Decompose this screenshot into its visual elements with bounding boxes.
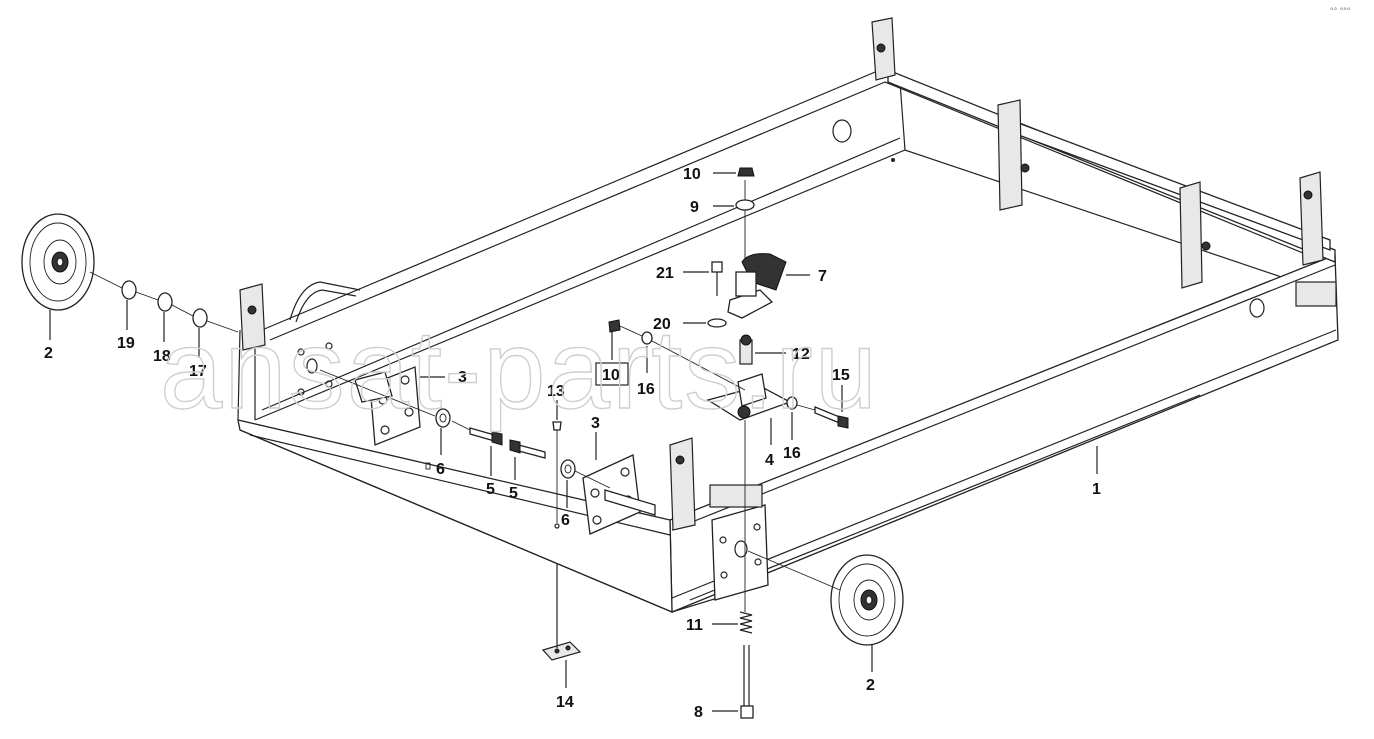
callout-2-left: 2 [44,345,53,362]
bolt-5-left [469,427,503,446]
callout-15: 15 [832,367,850,384]
watermark: ansat-parts.ru [160,307,879,432]
callout-21: 21 [656,265,674,282]
washer-6-right [560,459,576,479]
callout-5-left: 5 [486,481,495,498]
washer-6-left [435,408,451,428]
callout-14: 14 [556,694,574,711]
callout-3-center: 3 [591,415,600,432]
callout-2-right: 2 [866,677,875,694]
callout-9: 9 [690,199,699,216]
washer-19 [121,280,137,300]
washer-18 [157,292,173,312]
wheel-left [21,213,95,311]
callout-10-top: 10 [683,166,701,183]
callout-19: 19 [117,335,135,352]
leader-lines [49,172,1098,712]
callout-10-box: 10 [602,367,620,384]
callout-12: 12 [792,346,810,363]
callout-17: 17 [189,363,207,380]
bolt-5-right [509,439,546,459]
washer-17 [192,308,208,328]
callout-labels: 10 9 21 7 20 12 10 16 15 4 16 13 3 3 6 6… [44,166,1101,721]
callout-3-left: 3 [458,369,467,386]
callout-8: 8 [694,704,703,721]
callout-13: 13 [547,383,565,400]
callout-18: 18 [153,348,171,365]
callout-4: 4 [765,452,774,469]
callout-16-left: 16 [637,381,655,398]
axle-plate-center [582,454,656,535]
axle-plate-left [354,366,421,446]
frame-uprights [239,17,1324,531]
callout-7: 7 [818,268,827,285]
corner-mark: °° °°° [1330,6,1351,16]
callout-11: 11 [686,617,703,634]
callout-10-box-frame [595,362,629,386]
clip-14 [541,641,582,661]
callout-16-right: 16 [783,445,801,462]
callout-1: 1 [1092,481,1101,498]
cart-frame [237,17,1339,613]
callout-5-right: 5 [509,485,518,502]
callout-6-right: 6 [561,512,570,529]
callout-6-left: 6 [436,461,445,478]
pedal-assembly [552,167,849,719]
wheel-right [830,554,904,646]
callout-20: 20 [653,316,671,333]
